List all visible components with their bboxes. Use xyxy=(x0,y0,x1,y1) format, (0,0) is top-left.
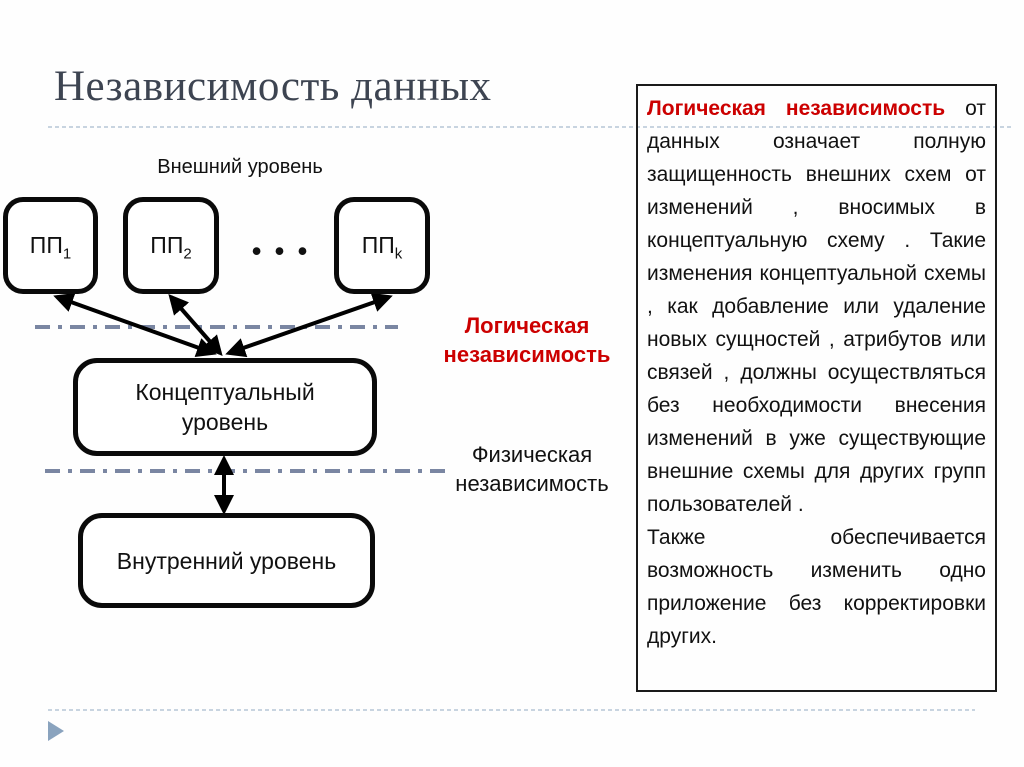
ellipsis-dots: • • • xyxy=(251,236,311,266)
internal-level-box: Внутренний уровень xyxy=(78,513,375,608)
physical-independence-label: Физическая независимость xyxy=(455,442,609,496)
page-title: Независимость данных xyxy=(54,63,492,110)
note-lead-phrase: Логическая независимость xyxy=(647,97,946,120)
app-box-pp1: ПП1 xyxy=(3,197,98,294)
internal-level-label: Внутренний уровень xyxy=(116,547,337,574)
app-box-pp1-label: ПП1 xyxy=(29,232,72,263)
definition-note-box: Логическая независимость от данных означ… xyxy=(636,84,997,692)
conceptual-level-label: Концептуальный уровень xyxy=(135,379,315,435)
app-box-pp2: ПП2 xyxy=(123,197,219,294)
note-paragraph-1-text: от данных означает полную защищенность в… xyxy=(647,97,986,516)
external-level-label: Внешний уровень xyxy=(157,156,323,178)
app-box-pp2-label: ПП2 xyxy=(150,232,192,263)
arrow-ppk-conceptual xyxy=(225,292,393,358)
arrow-pp1-conceptual xyxy=(53,292,217,358)
note-paragraph-1: Логическая независимость от данных означ… xyxy=(647,92,986,521)
logical-independence-label: Логическая независимость xyxy=(443,313,611,367)
conceptual-level-box: Концептуальный уровень xyxy=(73,358,377,456)
note-paragraph-2: Также обеспечивается возможность изменит… xyxy=(647,526,986,648)
triangle-right-icon xyxy=(48,721,64,741)
app-box-ppk: ППk xyxy=(334,197,430,294)
app-box-ppk-label: ППk xyxy=(361,232,403,263)
arrow-pp2-conceptual xyxy=(168,293,223,357)
